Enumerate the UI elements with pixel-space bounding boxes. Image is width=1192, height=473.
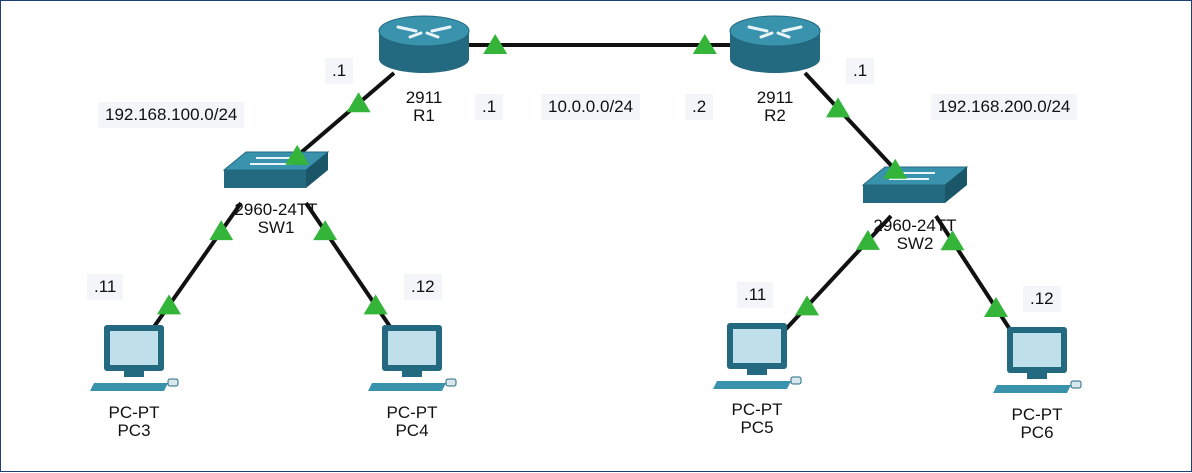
device-name: PC5 [740, 418, 774, 437]
link-up-indicator-icon [984, 297, 1008, 317]
device-label-sw2: 2960-24TT SW2 [873, 217, 956, 253]
device-label-pc6: PC-PT PC6 [1012, 406, 1063, 442]
address-label-r2-lan: .1 [846, 58, 875, 84]
device-label-pc5: PC-PT PC5 [732, 401, 783, 437]
link-up-indicator-icon [795, 295, 819, 316]
switch-icon[interactable] [222, 151, 330, 188]
router-icon[interactable] [729, 15, 821, 73]
pc-icon[interactable] [713, 323, 802, 389]
device-name: PC4 [395, 421, 429, 440]
device-model: 2911 [405, 88, 443, 107]
link-up-indicator-icon [855, 229, 880, 250]
link-up-indicator-icon [346, 92, 371, 113]
device-model: PC-PT [731, 400, 783, 419]
router-icon[interactable] [378, 15, 470, 73]
device-name: SW2 [896, 234, 934, 253]
address-label-r1-lan: .1 [325, 58, 354, 84]
address-label-pc5: .11 [737, 282, 774, 308]
pc-icon[interactable] [368, 325, 457, 391]
link-up-indicator-icon [692, 34, 717, 54]
device-model: 2960-24TT [873, 216, 957, 235]
link-up-indicator-icon [826, 97, 850, 118]
pc-icon[interactable] [90, 325, 179, 391]
device-model: PC-PT [386, 403, 438, 422]
device-label-pc3: PC-PT PC3 [109, 404, 160, 440]
address-label-pc4: .12 [404, 274, 442, 300]
link-up-indicator-icon [940, 230, 965, 251]
pc-icon[interactable] [993, 327, 1082, 393]
link-up-indicator-icon [483, 34, 508, 54]
device-label-pc4: PC-PT PC4 [387, 404, 438, 440]
device-label-r2: 2911 R2 [757, 89, 794, 125]
device-model: 2911 [756, 88, 794, 107]
network-label-lan1: 192.168.100.0/24 [98, 102, 245, 128]
link-up-indicator-icon [313, 220, 338, 241]
link-up-indicator-icon [157, 294, 181, 315]
network-label-wan: 10.0.0.0/24 [541, 94, 641, 120]
address-label-r2-wan: .2 [685, 94, 714, 120]
device-label-r1: 2911 R1 [406, 89, 443, 125]
device-model: PC-PT [1011, 405, 1063, 424]
device-name: SW1 [257, 218, 295, 237]
link-up-indicator-icon [363, 294, 388, 315]
address-label-pc6: .12 [1023, 286, 1061, 312]
device-label-sw1: 2960-24TT SW1 [234, 201, 317, 237]
device-name: PC6 [1020, 423, 1054, 442]
link-up-indicator-icon [883, 158, 908, 179]
address-label-r1-wan: .1 [475, 94, 504, 120]
link-up-indicator-icon [285, 144, 310, 165]
address-label-pc3: .11 [87, 274, 124, 300]
network-label-lan2: 192.168.200.0/24 [931, 94, 1078, 120]
device-model: 2960-24TT [234, 200, 318, 219]
link-up-indicator-icon [209, 220, 234, 241]
device-name: PC3 [117, 421, 151, 440]
device-name: R2 [764, 106, 786, 125]
switch-icon[interactable] [861, 166, 969, 203]
device-model: PC-PT [108, 403, 160, 422]
device-name: R1 [413, 106, 435, 125]
